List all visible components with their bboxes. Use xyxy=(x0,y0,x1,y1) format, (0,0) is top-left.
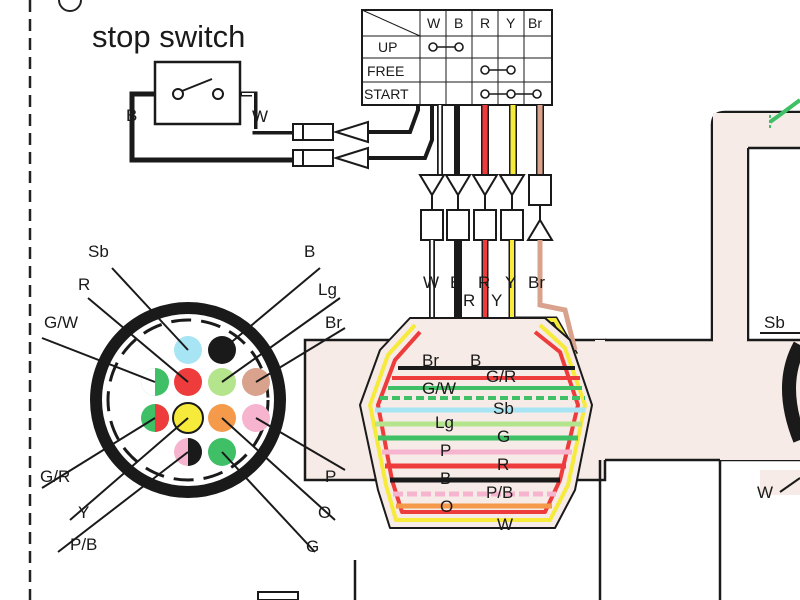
harness-label-w: W xyxy=(497,515,513,534)
harness-labels: Br B G/W G/R Sb Lg G P R B P/B O W xyxy=(422,351,516,534)
pin-label-gw: G/W xyxy=(44,313,78,332)
connector-labels: W B R Y Br R Y xyxy=(423,273,545,310)
harness-label-b: B xyxy=(470,351,481,370)
pin-label-gr: G/R xyxy=(40,467,70,486)
harness-label-br: Br xyxy=(422,351,439,370)
connector-label-b: B xyxy=(450,273,461,292)
connector-label-w: W xyxy=(423,273,439,292)
connector-label-y2: Y xyxy=(491,291,502,310)
table-col-br: Br xyxy=(528,15,542,31)
stop-switch-title: stop switch xyxy=(92,19,245,54)
pin-label-o: O xyxy=(318,503,331,522)
table-col-y: Y xyxy=(506,15,516,31)
key-switch-table-rows: UP FREE START xyxy=(364,39,409,102)
harness-label-g: G xyxy=(497,427,510,446)
pin-label-y: Y xyxy=(78,503,89,522)
round-connector xyxy=(90,302,286,498)
key-switch-table xyxy=(361,9,553,106)
table-col-b: B xyxy=(454,15,463,31)
pin-label-pb: P/B xyxy=(70,535,97,554)
harness-label-p: P xyxy=(440,441,451,460)
bullet-connectors xyxy=(292,100,434,170)
stop-switch-wires xyxy=(129,91,295,163)
right-edge-label-w: W xyxy=(757,483,773,502)
harness-label-pb: P/B xyxy=(486,483,513,502)
harness-label-r: R xyxy=(497,455,509,474)
right-edge-leader-w xyxy=(779,477,800,493)
pin-label-b: B xyxy=(304,242,315,261)
pin-label-p: P xyxy=(325,467,336,486)
right-edge-label-sb: Sb xyxy=(764,313,785,332)
pin-leader-lines xyxy=(41,267,346,553)
key-switch-table-columns: W B R Y Br xyxy=(427,15,542,31)
switch-wire-label-right: W xyxy=(252,107,268,126)
pin-br xyxy=(242,368,270,396)
pin-label-g: G xyxy=(306,537,319,556)
connector-label-br: Br xyxy=(528,273,545,292)
pin-label-lg: Lg xyxy=(318,280,337,299)
table-col-w: W xyxy=(427,15,441,31)
connector-label-y: Y xyxy=(505,273,516,292)
connector-label-r: R xyxy=(478,273,490,292)
table-row-up: UP xyxy=(378,39,397,55)
stop-switch xyxy=(153,60,242,126)
pin-p xyxy=(242,404,270,432)
connector-label-r2: R xyxy=(463,291,475,310)
table-row-start: START xyxy=(364,86,409,102)
harness-label-o: O xyxy=(440,497,453,516)
wire-harness xyxy=(359,317,593,529)
switch-wire-label-left: B xyxy=(126,106,137,125)
table-col-r: R xyxy=(480,15,490,31)
pin-label-r: R xyxy=(78,275,90,294)
table-row-free: FREE xyxy=(367,63,404,79)
round-connector-right-labels: B Lg Br P O G xyxy=(304,242,342,556)
harness-label-gr: G/R xyxy=(486,367,516,386)
pin-label-br: Br xyxy=(325,313,342,332)
key-switch-wires xyxy=(437,105,544,175)
bottom-fragment xyxy=(257,591,299,600)
harness-label-b2: B xyxy=(440,469,451,488)
circled-number-fragment xyxy=(58,0,82,12)
pin-label-sb: Sb xyxy=(88,242,109,261)
harness-label-gw: G/W xyxy=(422,379,456,398)
round-connector-left-labels: Sb R G/W G/R Y P/B xyxy=(40,242,109,554)
wire-connectors xyxy=(418,174,554,241)
harness-label-lg: Lg xyxy=(435,413,454,432)
harness-label-sb: Sb xyxy=(493,399,514,418)
